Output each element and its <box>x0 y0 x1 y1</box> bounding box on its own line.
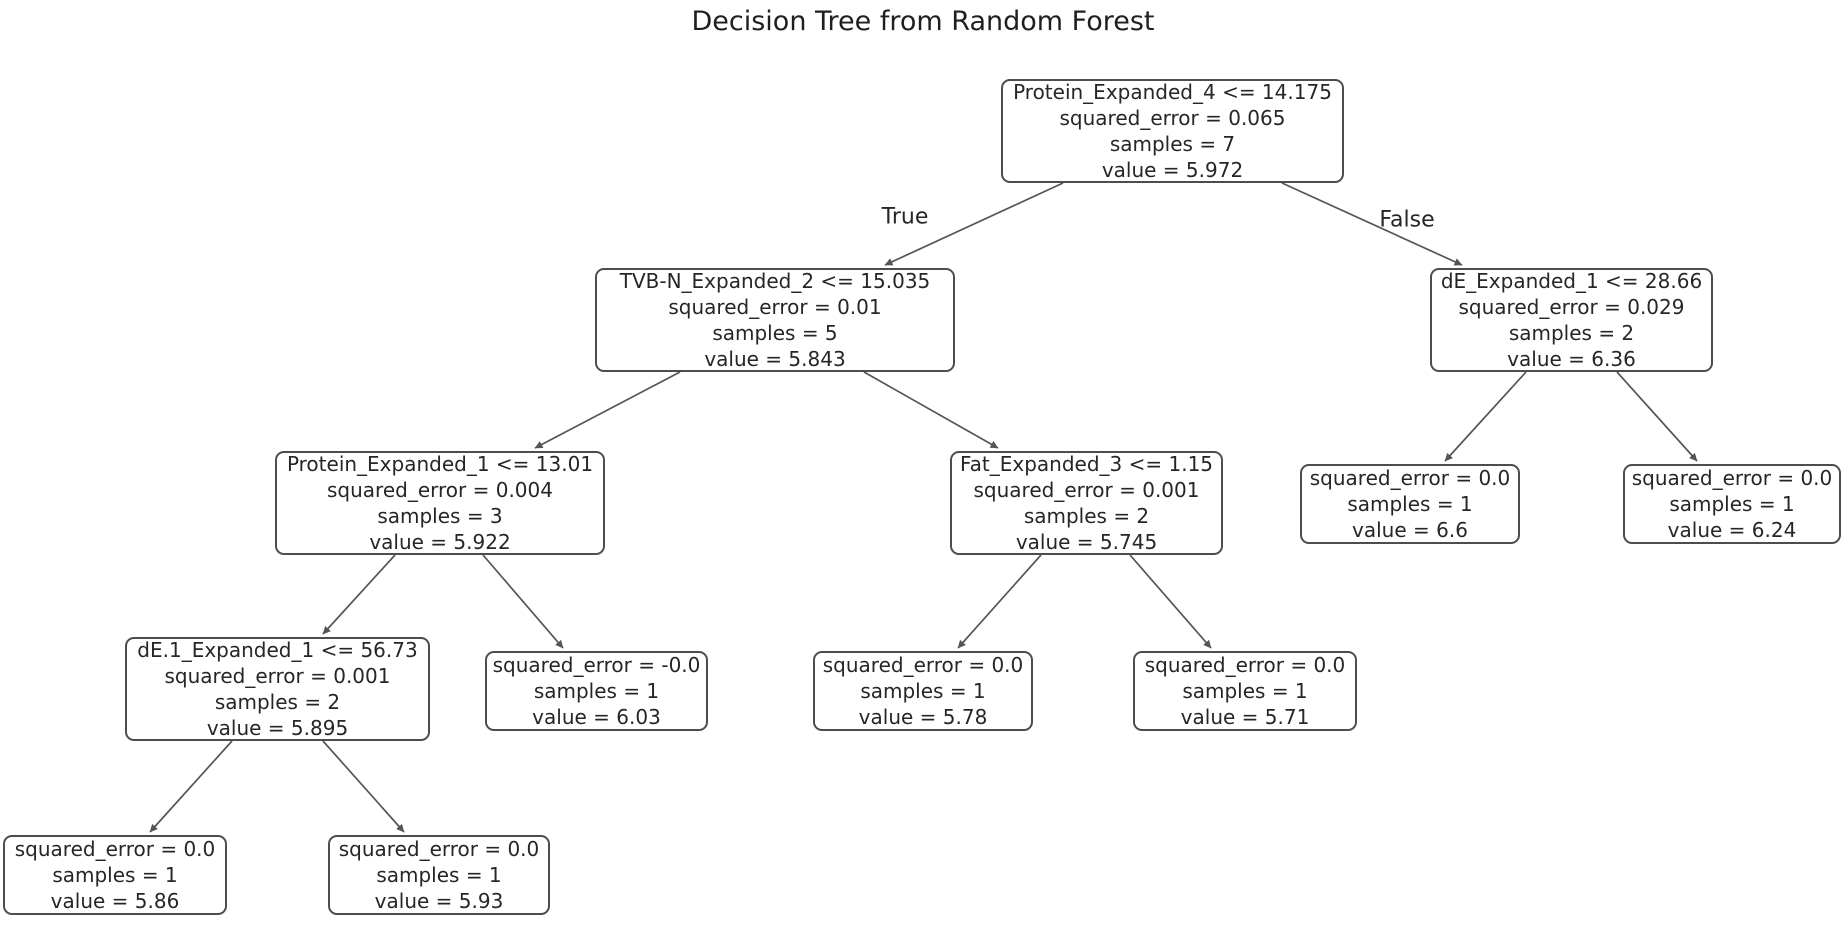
node-value: value = 6.36 <box>1507 347 1636 371</box>
node-condition: Fat_Expanded_3 <= 1.15 <box>959 452 1214 476</box>
node-samples: samples = 1 <box>533 679 660 703</box>
node-squared-error: squared_error = 0.0 <box>338 837 540 861</box>
node-squared-error: squared_error = 0.0 <box>1144 653 1346 677</box>
tree-node-lrr-leaf: squared_error = 0.0 samples = 1 value = … <box>1133 651 1357 731</box>
tree-node-lll: dE.1_Expanded_1 <= 56.73 squared_error =… <box>125 637 430 741</box>
node-value: value = 5.895 <box>206 716 349 740</box>
edge-r-right <box>1616 371 1698 462</box>
node-samples: samples = 7 <box>1109 132 1236 156</box>
node-samples: samples = 1 <box>52 863 178 887</box>
edge-l-left <box>534 371 681 449</box>
node-value: value = 5.745 <box>1015 530 1158 554</box>
tree-node-root: Protein_Expanded_4 <= 14.175 squared_err… <box>1001 79 1344 183</box>
edge-ll-left <box>322 554 396 635</box>
edge-root-left <box>884 182 1064 266</box>
node-value: value = 5.93 <box>374 889 504 913</box>
node-value: value = 5.972 <box>1101 158 1244 182</box>
node-samples: samples = 1 <box>1669 492 1795 516</box>
node-condition: Protein_Expanded_4 <= 14.175 <box>1013 80 1332 104</box>
node-squared-error: squared_error = 0.029 <box>1458 295 1685 319</box>
node-squared-error: squared_error = -0.0 <box>492 653 701 677</box>
tree-node-rr-leaf: squared_error = 0.0 samples = 1 value = … <box>1623 464 1841 544</box>
edge-label-true: True <box>881 204 929 230</box>
edge-lll-left <box>149 740 233 833</box>
node-samples: samples = 2 <box>1023 504 1150 528</box>
node-value: value = 6.24 <box>1667 518 1797 542</box>
tree-node-llll-leaf: squared_error = 0.0 samples = 1 value = … <box>3 835 227 915</box>
node-condition: dE_Expanded_1 <= 28.66 <box>1440 269 1703 293</box>
node-squared-error: squared_error = 0.0 <box>14 837 216 861</box>
node-squared-error: squared_error = 0.01 <box>668 295 882 319</box>
edge-l-right <box>863 371 999 449</box>
node-value: value = 5.78 <box>858 705 988 729</box>
node-value: value = 5.86 <box>50 889 180 913</box>
edge-lll-right <box>322 740 405 833</box>
tree-node-lr: Fat_Expanded_3 <= 1.15 squared_error = 0… <box>950 451 1223 555</box>
node-samples: samples = 5 <box>712 321 838 345</box>
node-samples: samples = 1 <box>1182 679 1308 703</box>
node-samples: samples = 1 <box>1347 492 1473 516</box>
node-samples: samples = 1 <box>376 863 502 887</box>
node-value: value = 5.71 <box>1180 705 1310 729</box>
node-value: value = 5.922 <box>369 530 511 554</box>
node-samples: samples = 1 <box>860 679 986 703</box>
edge-ll-right <box>482 554 564 649</box>
node-squared-error: squared_error = 0.0 <box>1631 466 1833 490</box>
tree-node-rl-leaf: squared_error = 0.0 samples = 1 value = … <box>1300 464 1520 544</box>
node-samples: samples = 2 <box>1508 321 1635 345</box>
tree-node-llr-leaf: squared_error = -0.0 samples = 1 value =… <box>485 651 708 731</box>
tree-node-lrl-leaf: squared_error = 0.0 samples = 1 value = … <box>813 651 1033 731</box>
edge-root-right <box>1281 182 1463 266</box>
node-samples: samples = 3 <box>377 504 503 528</box>
tree-node-ll: Protein_Expanded_1 <= 13.01 squared_erro… <box>275 451 605 555</box>
node-squared-error: squared_error = 0.0 <box>1309 466 1511 490</box>
tree-node-l: TVB-N_Expanded_2 <= 15.035 squared_error… <box>595 268 955 372</box>
node-squared-error: squared_error = 0.0 <box>822 653 1024 677</box>
node-value: value = 5.843 <box>704 347 846 371</box>
node-squared-error: squared_error = 0.001 <box>164 664 391 688</box>
node-samples: samples = 2 <box>214 690 341 714</box>
node-condition: TVB-N_Expanded_2 <= 15.035 <box>619 269 931 293</box>
edge-lr-right <box>1129 554 1212 649</box>
edge-lr-left <box>957 554 1042 649</box>
edge-r-left <box>1444 371 1527 462</box>
node-value: value = 6.6 <box>1352 518 1468 542</box>
node-squared-error: squared_error = 0.004 <box>327 478 553 502</box>
node-squared-error: squared_error = 0.001 <box>973 478 1200 502</box>
node-condition: Protein_Expanded_1 <= 13.01 <box>286 452 594 476</box>
node-condition: dE.1_Expanded_1 <= 56.73 <box>137 638 418 662</box>
tree-node-r: dE_Expanded_1 <= 28.66 squared_error = 0… <box>1430 268 1713 372</box>
tree-node-lllr-leaf: squared_error = 0.0 samples = 1 value = … <box>328 835 550 915</box>
edge-label-false: False <box>1379 207 1435 233</box>
figure-title: Decision Tree from Random Forest <box>691 6 1155 37</box>
node-squared-error: squared_error = 0.065 <box>1059 106 1286 130</box>
node-value: value = 6.03 <box>532 705 661 729</box>
